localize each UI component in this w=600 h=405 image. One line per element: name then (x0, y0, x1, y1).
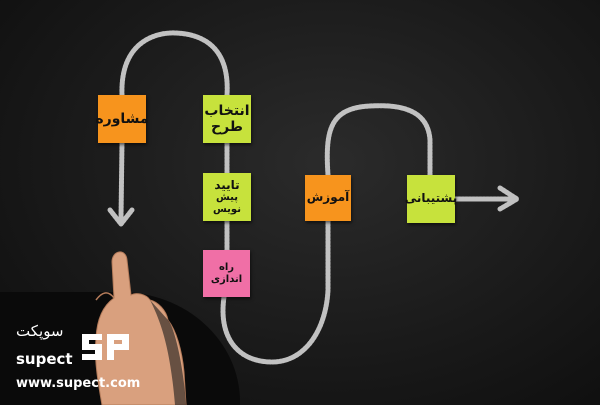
step-training-note: آموزش (305, 175, 351, 221)
step-design-selection-note: انتخاب طرح (203, 95, 251, 143)
step-draft-approval-label-2: پیش نویس (213, 192, 241, 215)
chalk-arrowhead-right (497, 185, 520, 212)
sp-logo-icon (82, 334, 129, 360)
brand-name-english: supect (16, 350, 73, 368)
chalk-arc-right (324, 103, 433, 178)
step-support-label: پشتیبانی (404, 191, 458, 206)
step-draft-approval-note: تایید پیش نویس (203, 173, 251, 221)
step-consulting-note: مشاوره (95, 95, 149, 143)
chalk-arrowhead-down (107, 207, 135, 227)
step-consulting-label: مشاوره (95, 110, 149, 127)
brand-website-link[interactable]: www.supect.com (16, 376, 141, 391)
step-launch-note: راه اندازی (203, 250, 250, 297)
step-draft-approval-label-1: تایید (214, 177, 240, 192)
chalk-curve-bottom (220, 218, 331, 365)
step-launch-label: راه اندازی (210, 262, 243, 285)
chalk-line-down (118, 140, 125, 221)
hand-knuckle-line (95, 292, 115, 301)
chalk-arc-top (119, 30, 230, 98)
hand-shadow (150, 300, 186, 405)
step-design-selection-label-1: انتخاب (204, 102, 250, 119)
brand-name-persian: سوپکت (16, 322, 64, 340)
step-training-label: آموزش (306, 190, 350, 205)
step-design-selection-label-2: طرح (211, 119, 243, 135)
step-support-note: پشتیبانی (404, 175, 458, 223)
